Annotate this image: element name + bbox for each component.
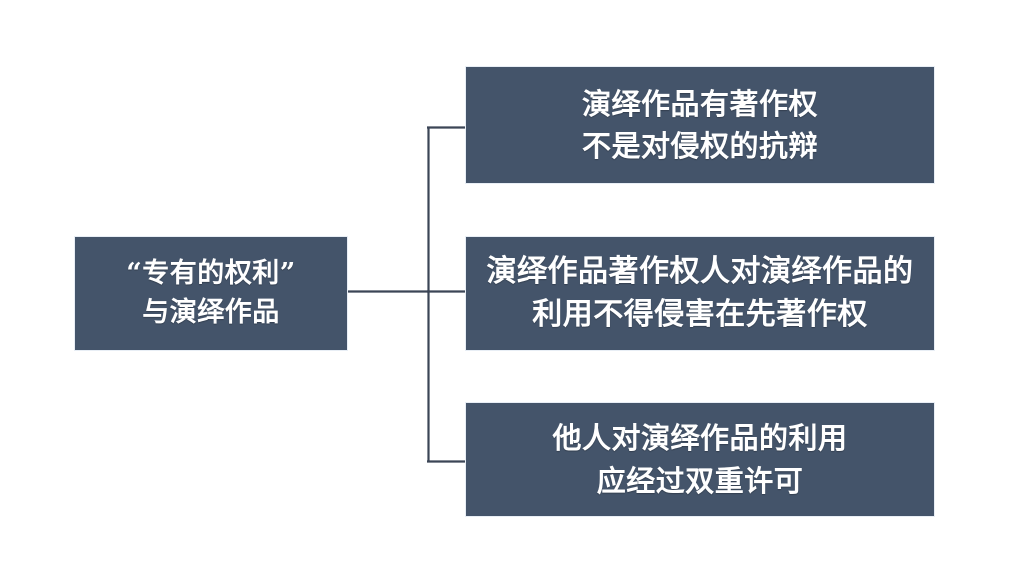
branch-node-2-line-1: 演绎作品著作权人对演绎作品的 <box>486 253 914 289</box>
branch-node-2: 演绎作品著作权人对演绎作品的 利用不得侵害在先著作权 <box>465 236 935 351</box>
branch-node-1: 演绎作品有著作权 不是对侵权的抗辩 <box>465 66 935 184</box>
root-node-line-1: “专有的权利” <box>126 258 296 290</box>
branch-node-3-line-1: 他人对演绎作品的利用 <box>552 421 848 456</box>
branch-node-1-line-2: 不是对侵权的抗辩 <box>581 129 818 163</box>
branch-node-3-line-2: 应经过双重许可 <box>596 463 804 498</box>
branch-node-3: 他人对演绎作品的利用 应经过双重许可 <box>465 402 935 517</box>
root-node: “专有的权利” 与演绎作品 <box>74 236 348 351</box>
root-node-line-2: 与演绎作品 <box>142 296 280 328</box>
branch-node-2-line-2: 利用不得侵害在先著作权 <box>532 296 868 332</box>
branch-node-1-line-1: 演绎作品有著作权 <box>581 86 818 121</box>
